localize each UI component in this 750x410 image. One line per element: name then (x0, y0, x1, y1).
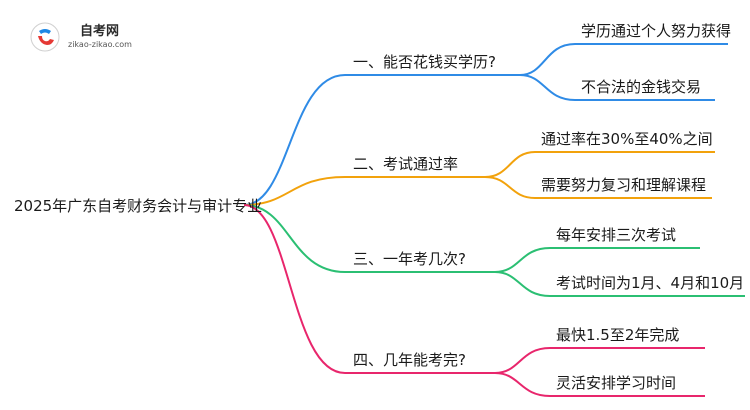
connector-branch-1 (243, 74, 520, 206)
leaf-1-b: 不合法的金钱交易 (581, 78, 701, 96)
connector-3-b (494, 271, 745, 297)
site-logo[interactable]: 自考网 zikao-zikao.com (30, 20, 132, 54)
logo-url: zikao-zikao.com (68, 40, 132, 49)
connector-branch-3 (243, 204, 495, 273)
branch-1-label: 一、能否花钱买学历? (353, 53, 496, 71)
logo-title: 自考网 (80, 24, 120, 39)
connector-4-a (494, 347, 705, 374)
connector-2-a (484, 151, 715, 178)
connector-2-b (484, 176, 712, 199)
leaf-4-a: 最快1.5至2年完成 (556, 326, 679, 344)
leaf-3-a: 每年安排三次考试 (556, 226, 676, 244)
leaf-3-b: 考试时间为1月、4月和10月 (556, 274, 744, 292)
branch-3-label: 三、一年考几次? (353, 250, 466, 268)
root-topic: 2025年广东自考财务会计与审计专业 (14, 197, 262, 215)
connector-branch-4 (243, 204, 495, 374)
branch-2-label: 二、考试通过率 (353, 155, 458, 173)
leaf-1-a: 学历通过个人努力获得 (581, 22, 731, 40)
leaf-2-b: 需要努力复习和理解课程 (541, 176, 706, 194)
connector-branch-2 (243, 176, 485, 206)
logo-badge-icon (30, 22, 60, 52)
connector-4-b (494, 372, 705, 397)
branch-4-label: 四、几年能考完? (353, 351, 466, 369)
connector-1-a (519, 43, 728, 76)
leaf-2-a: 通过率在30%至40%之间 (541, 130, 713, 148)
connector-1-b (519, 74, 715, 101)
leaf-4-b: 灵活安排学习时间 (556, 374, 676, 392)
connector-3-a (494, 247, 700, 273)
